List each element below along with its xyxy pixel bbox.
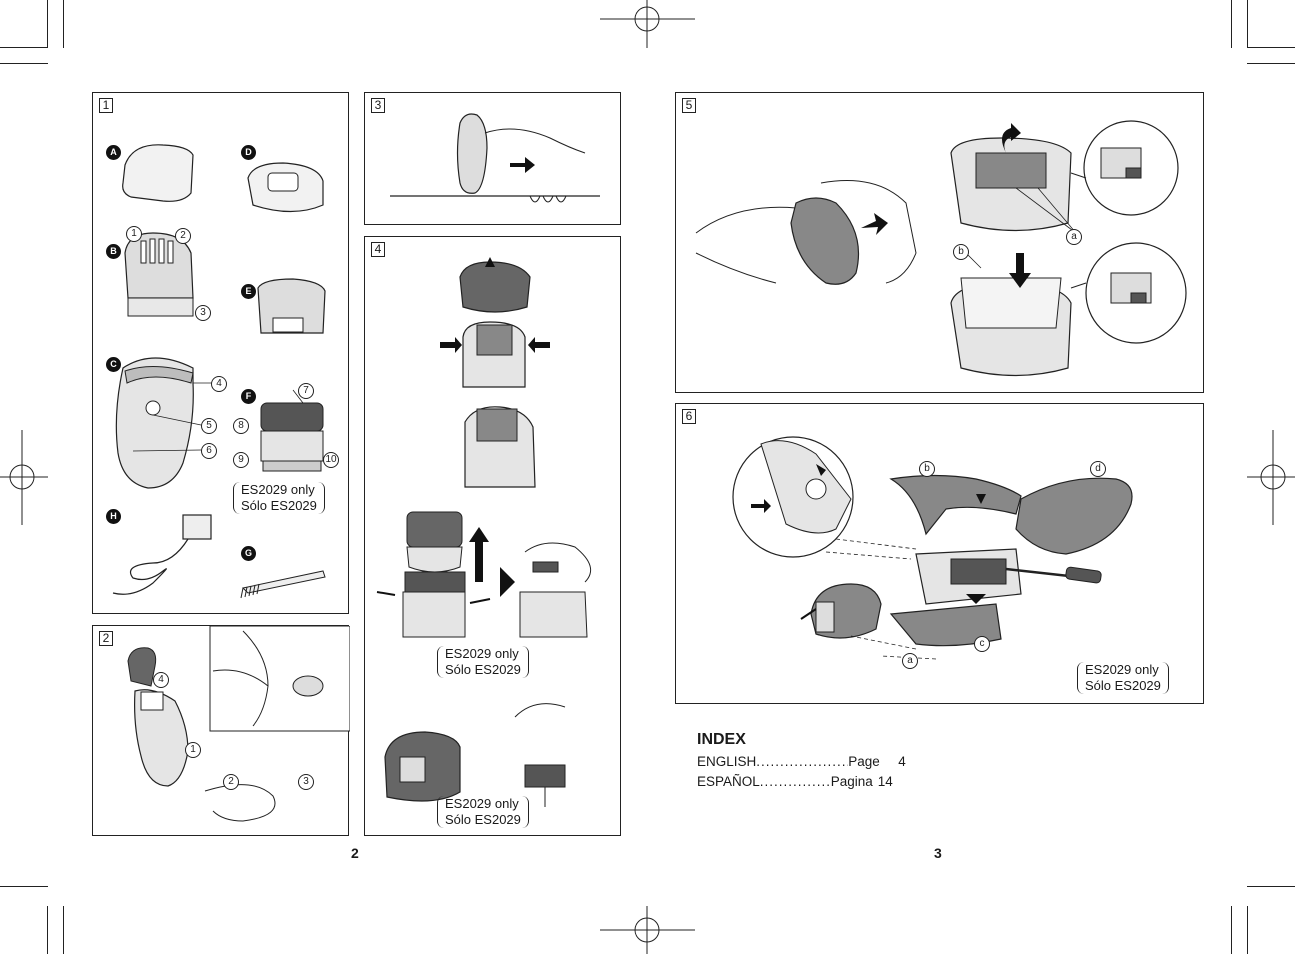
usage-illustration bbox=[127, 626, 350, 822]
index-page-number: 4 bbox=[898, 754, 906, 769]
page-number-right: 3 bbox=[934, 845, 942, 861]
crop-mark bbox=[1247, 906, 1248, 954]
note-line-2: Sólo ES2029 bbox=[445, 812, 521, 827]
callout-8: 8 bbox=[233, 418, 249, 434]
panel-number: 5 bbox=[682, 98, 696, 113]
callout-5: 5 bbox=[201, 418, 217, 434]
panel-number: 3 bbox=[371, 98, 385, 113]
index-leader: .................... bbox=[756, 754, 849, 769]
index-page-label: Pagina bbox=[830, 774, 873, 789]
note-line-2: Sólo ES2029 bbox=[241, 498, 317, 513]
callout-b: b bbox=[953, 244, 969, 260]
registration-mark bbox=[0, 430, 48, 525]
note-line-1: ES2029 only bbox=[445, 646, 519, 661]
callout-3: 3 bbox=[298, 774, 314, 790]
crop-mark bbox=[1247, 886, 1295, 887]
battery-illustration bbox=[695, 120, 1187, 377]
index-page-number: 14 bbox=[877, 774, 893, 789]
index-leader: ................ bbox=[759, 774, 831, 789]
crop-mark bbox=[0, 886, 48, 887]
note-line-2: Sólo ES2029 bbox=[445, 662, 521, 677]
cleaning-illustration bbox=[376, 257, 592, 807]
callout-4: 4 bbox=[153, 672, 169, 688]
callout-1: 1 bbox=[185, 742, 201, 758]
crop-mark bbox=[47, 906, 48, 954]
crop-mark bbox=[1231, 0, 1232, 48]
model-note: ES2029 only Sólo ES2029 bbox=[233, 482, 325, 514]
callout-7: 7 bbox=[298, 383, 314, 399]
crop-mark bbox=[1247, 47, 1295, 48]
panel-number: 6 bbox=[682, 409, 696, 424]
callout-a: a bbox=[1066, 229, 1082, 245]
panel-1-parts: 1 A D B E C F H G 1 2 3 4 5 6 7 8 9 10 E… bbox=[92, 92, 349, 614]
panel-4-cleaning: 4 ES2029 only Sólo ES2029 ES2029 only Só… bbox=[364, 236, 621, 836]
index-row-english[interactable]: ENGLISH....................Page 4 bbox=[697, 754, 906, 769]
callout-4: 4 bbox=[211, 376, 227, 392]
page-number-left: 2 bbox=[351, 845, 359, 861]
part-letter-g: G bbox=[241, 546, 256, 561]
model-note: ES2029 only Sólo ES2029 bbox=[437, 796, 529, 828]
part-letter-d: D bbox=[241, 145, 256, 160]
crop-mark bbox=[47, 0, 48, 48]
callout-9: 9 bbox=[233, 452, 249, 468]
part-letter-h: H bbox=[106, 509, 121, 524]
callout-a: a bbox=[902, 653, 918, 669]
model-note: ES2029 only Sólo ES2029 bbox=[437, 646, 529, 678]
callout-2: 2 bbox=[175, 228, 191, 244]
crop-mark bbox=[63, 906, 64, 954]
part-letter-a: A bbox=[106, 145, 121, 160]
index-language: ENGLISH bbox=[697, 754, 757, 769]
crop-mark bbox=[0, 47, 48, 48]
registration-mark bbox=[1247, 430, 1295, 525]
part-letter-b: B bbox=[106, 244, 121, 259]
crop-mark bbox=[1247, 63, 1295, 64]
note-line-1: ES2029 only bbox=[445, 796, 519, 811]
callout-b: b bbox=[919, 461, 935, 477]
index-title: INDEX bbox=[697, 731, 746, 748]
crop-mark bbox=[63, 0, 64, 48]
callout-1: 1 bbox=[126, 226, 142, 242]
disassembly-illustration bbox=[732, 436, 1133, 660]
part-letter-f: F bbox=[241, 389, 256, 404]
registration-mark bbox=[600, 0, 695, 48]
callout-3: 3 bbox=[195, 305, 211, 321]
note-line-2: Sólo ES2029 bbox=[1085, 678, 1161, 693]
index-page-label: Page bbox=[848, 754, 880, 769]
panel-number: 1 bbox=[99, 98, 113, 113]
callout-2: 2 bbox=[223, 774, 239, 790]
parts-illustration bbox=[112, 144, 326, 599]
callout-c: c bbox=[974, 636, 990, 652]
panel-2-usage: 2 4 1 2 3 bbox=[92, 625, 350, 836]
panel-5-battery: 5 a b bbox=[675, 92, 1204, 393]
panel-3-technique: 3 bbox=[364, 92, 621, 225]
panel-number: 2 bbox=[99, 631, 113, 646]
index-language: ESPAÑOL bbox=[697, 774, 760, 789]
model-note: ES2029 only Sólo ES2029 bbox=[1077, 662, 1169, 694]
part-letter-c: C bbox=[106, 357, 121, 372]
panel-6-disassembly: 6 b d c a ES2029 only Sólo ES2029 bbox=[675, 403, 1204, 704]
index-row-espanol[interactable]: ESPAÑOL................Pagina 14 bbox=[697, 774, 893, 789]
callout-d: d bbox=[1090, 461, 1106, 477]
callout-10: 10 bbox=[323, 452, 339, 468]
technique-illustration bbox=[390, 113, 600, 203]
panel-number: 4 bbox=[371, 242, 385, 257]
registration-mark bbox=[600, 906, 695, 954]
note-line-1: ES2029 only bbox=[1085, 662, 1159, 677]
note-line-1: ES2029 only bbox=[241, 482, 315, 497]
crop-mark bbox=[1231, 906, 1232, 954]
part-letter-e: E bbox=[241, 284, 256, 299]
crop-mark bbox=[0, 63, 48, 64]
crop-mark bbox=[1247, 0, 1248, 48]
callout-6: 6 bbox=[201, 443, 217, 459]
